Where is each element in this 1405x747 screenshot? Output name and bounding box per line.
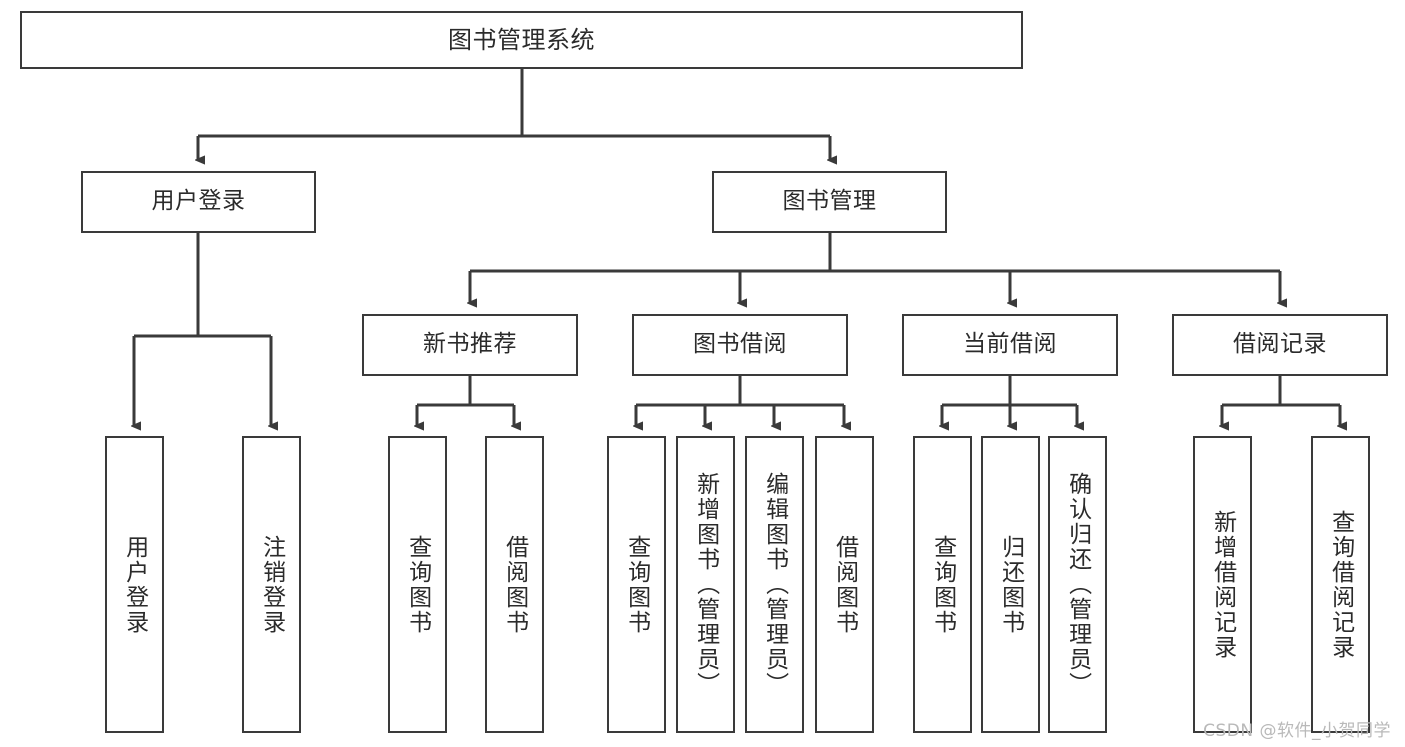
watermark-csdn: CSDN @软件_小贺同学: [1203, 721, 1391, 741]
node-label: 新增借阅记录: [1209, 509, 1236, 660]
node-label: 注销登录: [258, 534, 285, 635]
node-label: 查询图书: [623, 534, 650, 635]
leaf-query-book-current[interactable]: 查询图书: [913, 436, 972, 733]
node-root-system[interactable]: 图书管理系统: [20, 11, 1023, 69]
leaf-query-book-recommend[interactable]: 查询图书: [388, 436, 447, 733]
leaf-add-borrow-record[interactable]: 新增借阅记录: [1193, 436, 1252, 733]
node-current-borrow[interactable]: 当前借阅: [902, 314, 1118, 376]
node-label: 用户登录: [151, 188, 246, 215]
leaf-add-book-admin[interactable]: 新增图书（管理员）: [676, 436, 735, 733]
leaf-user-login[interactable]: 用户登录: [105, 436, 164, 733]
node-label: 确认归还（管理员）: [1064, 472, 1091, 697]
node-label: 图书管理: [782, 188, 877, 215]
node-label: 借阅记录: [1233, 331, 1327, 358]
leaf-return-book[interactable]: 归还图书: [981, 436, 1040, 733]
node-label: 新增图书（管理员）: [692, 472, 719, 697]
node-label: 图书借阅: [693, 331, 787, 358]
node-label: 图书管理系统: [448, 25, 595, 54]
leaf-logout-login[interactable]: 注销登录: [242, 436, 301, 733]
node-book-borrow[interactable]: 图书借阅: [632, 314, 848, 376]
node-label: 查询图书: [404, 534, 431, 635]
node-book-manage[interactable]: 图书管理: [712, 171, 947, 233]
leaf-edit-book-admin[interactable]: 编辑图书（管理员）: [745, 436, 804, 733]
leaf-query-borrow-record[interactable]: 查询借阅记录: [1311, 436, 1370, 733]
node-borrow-record[interactable]: 借阅记录: [1172, 314, 1388, 376]
node-label: 当前借阅: [963, 331, 1057, 358]
node-label: 查询借阅记录: [1327, 509, 1354, 660]
node-label: 用户登录: [121, 534, 148, 635]
node-label: 归还图书: [997, 534, 1024, 635]
node-user-login[interactable]: 用户登录: [81, 171, 316, 233]
node-label: 查询图书: [929, 534, 956, 635]
node-label: 借阅图书: [501, 534, 528, 635]
node-label: 编辑图书（管理员）: [761, 472, 788, 697]
node-label: 借阅图书: [831, 534, 858, 635]
leaf-borrow-book[interactable]: 借阅图书: [815, 436, 874, 733]
leaf-borrow-book-recommend[interactable]: 借阅图书: [485, 436, 544, 733]
node-label: 新书推荐: [423, 331, 517, 358]
leaf-query-book-borrow[interactable]: 查询图书: [607, 436, 666, 733]
node-new-book-recommend[interactable]: 新书推荐: [362, 314, 578, 376]
leaf-confirm-return-admin[interactable]: 确认归还（管理员）: [1048, 436, 1107, 733]
